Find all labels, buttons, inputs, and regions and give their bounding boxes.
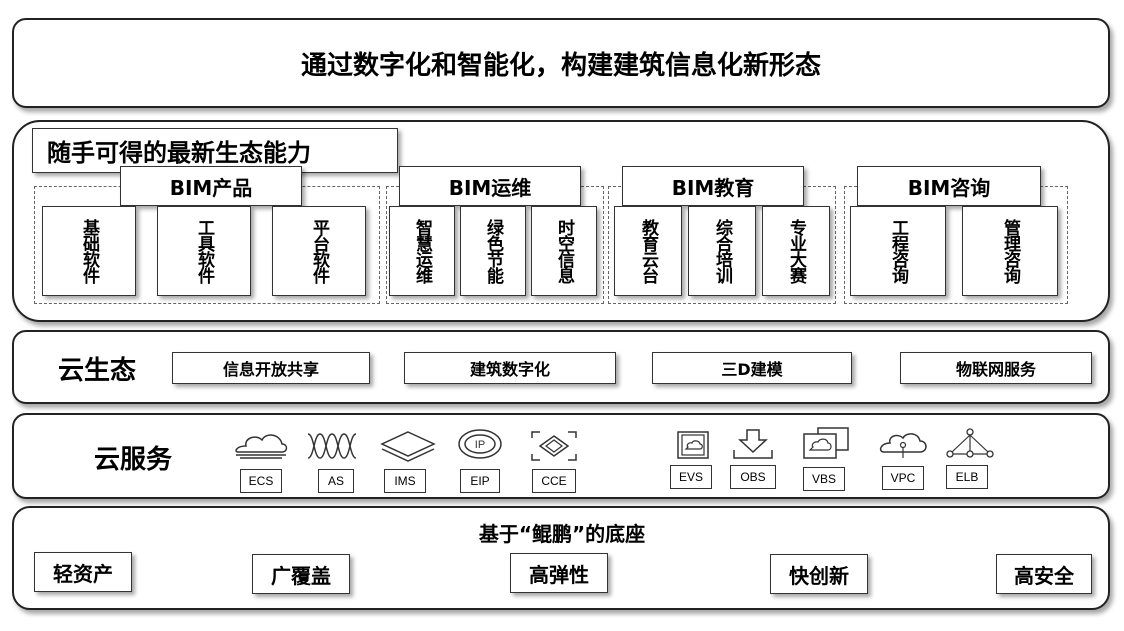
base-title: 基于“鲲鹏”的底座 <box>478 522 646 546</box>
vpc-icon <box>879 433 927 458</box>
cloud-services-label: 云服务 <box>94 445 173 475</box>
obs-icon <box>733 429 773 459</box>
base-item-wide-coverage: 广覆盖 <box>252 554 350 594</box>
base-item-high-elasticity: 高弹性 <box>510 553 608 593</box>
item-smart-ops: 智慧运维 <box>389 206 455 296</box>
item-basic-software: 基础软件 <box>42 206 136 296</box>
vbs-label: VBS <box>803 467 845 491</box>
item-spatiotemporal-info: 时空信息 <box>531 206 597 296</box>
ecs-label: ECS <box>240 469 282 493</box>
base-item-fast-innovation: 快创新 <box>770 554 868 594</box>
ecology-iot-service: 物联网服务 <box>900 352 1092 384</box>
group-header-bim-consult: BIM咨询 <box>857 166 1041 206</box>
cce-icon <box>531 431 577 461</box>
ecosystem-title-text: 随手可得的最新生态能力 <box>47 139 311 167</box>
ecology-building-digital: 建筑数字化 <box>404 352 616 384</box>
base-item-light-asset: 轻资产 <box>34 552 132 592</box>
ims-icon <box>380 431 436 462</box>
ecosystem-title: 随手可得的最新生态能力 <box>32 128 398 173</box>
elb-label: ELB <box>946 465 988 489</box>
vbs-icon <box>803 427 849 459</box>
group-header-bim-edu: BIM教育 <box>622 166 804 206</box>
item-management-consult: 管理咨询 <box>962 206 1058 296</box>
cce-label: CCE <box>532 469 576 493</box>
group-header-bim-product: BIM产品 <box>120 166 302 206</box>
item-competition: 专业大赛 <box>762 206 830 296</box>
item-training: 综合培训 <box>688 206 756 296</box>
as-label: AS <box>318 469 354 493</box>
item-engineering-consult: 工程咨询 <box>850 206 946 296</box>
ecs-icon <box>235 434 288 459</box>
elb-icon <box>946 428 994 458</box>
top-banner-text: 通过数字化和智能化，构建建筑信息化新形态 <box>300 50 821 81</box>
item-tool-software: 工具软件 <box>157 206 251 296</box>
ecology-info-sharing: 信息开放共享 <box>172 352 370 384</box>
obs-label: OBS <box>730 465 776 489</box>
item-platform-software: 平台软件 <box>272 206 366 296</box>
evs-label: EVS <box>670 465 712 489</box>
base-item-high-security: 高安全 <box>996 554 1092 594</box>
cloud-ecology-label: 云生态 <box>58 356 137 386</box>
top-banner-panel: 通过数字化和智能化，构建建筑信息化新形态 <box>12 18 1110 108</box>
item-green-energy: 绿色节能 <box>460 206 526 296</box>
eip-icon: IP <box>458 429 502 459</box>
as-icon <box>307 433 357 459</box>
svg-text:IP: IP <box>475 439 485 451</box>
vpc-label: VPC <box>882 466 924 490</box>
evs-icon <box>677 431 709 459</box>
item-edu-cloud: 教育云台 <box>614 206 682 296</box>
ims-label: IMS <box>384 469 426 493</box>
group-header-bim-ops: BIM运维 <box>399 166 581 206</box>
eip-label: EIP <box>460 469 500 493</box>
ecology-3d-modeling: 三D建模 <box>652 352 852 384</box>
